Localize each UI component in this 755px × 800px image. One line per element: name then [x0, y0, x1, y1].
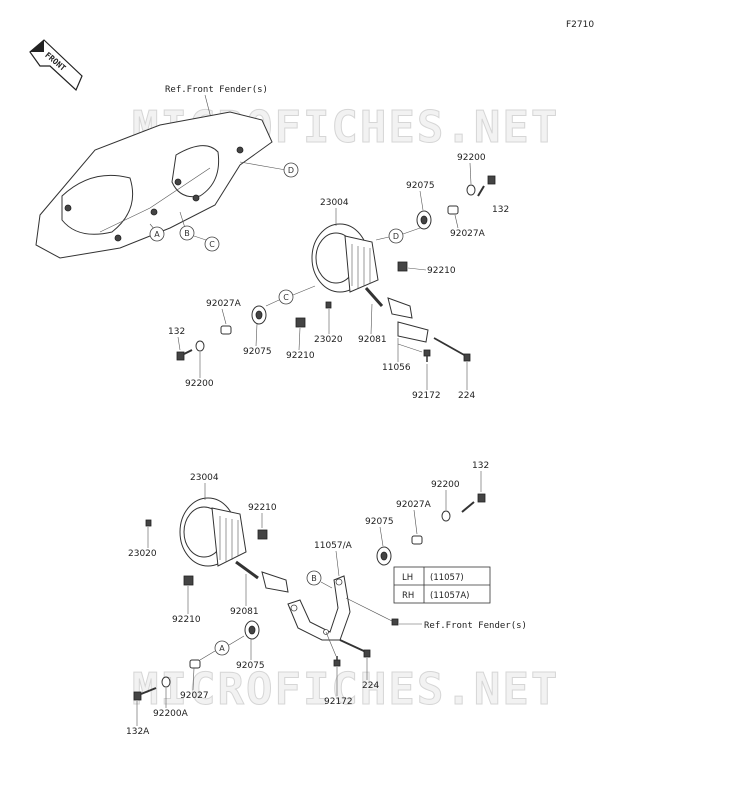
bottom-fog-lamp — [179, 497, 247, 567]
top-label-132-lower: 132 — [168, 327, 185, 337]
bottom-label-132: 132 — [472, 461, 489, 471]
front-fender-assembly — [35, 111, 273, 259]
top-callout-b-fender-label: B — [184, 229, 190, 238]
top-bracket-11056 — [397, 321, 429, 343]
top-label-92075-lower: 92075 — [243, 347, 272, 357]
bottom-label-23004: 23004 — [190, 473, 219, 483]
bottom-screw-92172 — [333, 656, 341, 667]
bottom-label-92200a: 92200A — [153, 709, 189, 719]
bottom-label-132a: 132A — [126, 727, 150, 737]
top-callout-c-lamp-label: C — [283, 293, 289, 302]
top-bolt-132-upper — [477, 175, 496, 197]
top-clip-92210-right — [397, 261, 408, 272]
bottom-collar-92027a — [411, 535, 423, 545]
top-clip-23020 — [325, 301, 332, 309]
table-row-rh-side: RH — [402, 591, 414, 601]
watermark-bottom: MICROFICHES.NET — [132, 664, 559, 715]
top-label-92200-upper: 92200 — [457, 153, 486, 163]
bottom-label-11057a: 11057/A — [314, 541, 353, 551]
top-callout-a-fender-label: A — [154, 230, 160, 239]
table-row-lh-side: LH — [402, 573, 413, 583]
top-ref-front-fender: Ref.Front Fender(s) — [165, 85, 268, 95]
top-callout-d-fender-label: D — [288, 166, 294, 175]
top-label-92027a-lower: 92027A — [206, 299, 242, 309]
bottom-bolt-224 — [339, 639, 371, 658]
top-washer-92200-upper — [466, 184, 476, 196]
bottom-bolt-132 — [461, 493, 486, 513]
top-callout-a-fender — [149, 226, 165, 242]
bottom-callout-a — [214, 640, 230, 656]
bottom-label-92200: 92200 — [431, 480, 460, 490]
top-bolt-132-lower — [176, 349, 193, 361]
top-callout-d-lamp-label: D — [393, 232, 399, 241]
top-callout-d-fender — [283, 162, 299, 178]
front-arrow-icon: FRONT — [29, 39, 83, 92]
bottom-ref-fastener — [391, 618, 399, 626]
top-wire-harness — [364, 287, 413, 319]
top-label-23004: 23004 — [320, 198, 349, 208]
bottom-collar-92027 — [189, 659, 201, 669]
bottom-label-92172: 92172 — [324, 697, 353, 707]
top-collar-92027a-lower — [220, 325, 232, 335]
top-label-92172: 92172 — [412, 391, 441, 401]
top-label-92200-lower: 92200 — [185, 379, 214, 389]
figure-id: F2710 — [566, 20, 594, 30]
bottom-clip-92210-lower — [183, 575, 194, 586]
top-washer-92200-lower — [195, 340, 205, 352]
top-label-92210-right: 92210 — [427, 266, 456, 276]
top-label-92210-bottom: 92210 — [286, 351, 315, 361]
table-row-rh-part: (11057A) — [430, 591, 470, 601]
top-label-132-upper: 132 — [492, 205, 509, 215]
bottom-label-224: 224 — [362, 681, 379, 691]
bottom-label-92027: 92027 — [180, 691, 209, 701]
top-label-224: 224 — [458, 391, 475, 401]
bottom-callout-b — [306, 570, 322, 586]
top-label-23020: 23020 — [314, 335, 343, 345]
bottom-label-23020: 23020 — [128, 549, 157, 559]
bottom-washer-92200a — [161, 676, 171, 688]
bottom-label-92081: 92081 — [230, 607, 259, 617]
bottom-callout-a-label: A — [219, 644, 225, 653]
top-label-92075-upper: 92075 — [406, 181, 435, 191]
top-callout-c-fender — [204, 236, 220, 252]
bottom-label-92075-lower: 92075 — [236, 661, 265, 671]
bottom-label-92027a: 92027A — [396, 500, 432, 510]
top-bolt-224 — [433, 337, 471, 362]
top-callout-b-fender — [179, 225, 195, 241]
top-fog-lamp — [311, 223, 379, 293]
top-callout-c-fender-label: C — [209, 240, 215, 249]
bottom-clip-92210-upper — [257, 529, 268, 540]
top-screw-92172 — [423, 349, 431, 362]
bottom-washer-92200 — [441, 510, 451, 522]
bottom-callout-b-label: B — [311, 574, 317, 583]
top-clip-92210-bottom — [295, 317, 306, 328]
bottom-wire-harness — [235, 560, 289, 593]
top-label-11056: 11056 — [382, 363, 411, 373]
top-label-92081: 92081 — [358, 335, 387, 345]
side-part-table: LH (11057) RH (11057A) — [393, 566, 491, 604]
top-grommet-92075-upper — [416, 210, 432, 230]
table-row-lh-part: (11057) — [430, 573, 464, 583]
bottom-ref-front-fender: Ref.Front Fender(s) — [424, 621, 527, 631]
bottom-grommet-92075-upper — [376, 546, 392, 566]
bottom-grommet-92075-lower — [244, 620, 260, 640]
bottom-label-92075-upper: 92075 — [365, 517, 394, 527]
top-callout-d-lamp — [388, 228, 404, 244]
top-label-92027a-upper: 92027A — [450, 229, 486, 239]
top-callout-c-lamp — [278, 289, 294, 305]
bottom-clip-23020 — [145, 519, 152, 527]
bottom-bracket-11057a — [287, 575, 351, 641]
top-collar-92027a-upper — [447, 205, 459, 215]
bottom-bolt-132a — [133, 687, 157, 701]
top-grommet-92075-lower — [251, 305, 267, 325]
bottom-label-92210-upper: 92210 — [248, 503, 277, 513]
bottom-label-92210-lower: 92210 — [172, 615, 201, 625]
